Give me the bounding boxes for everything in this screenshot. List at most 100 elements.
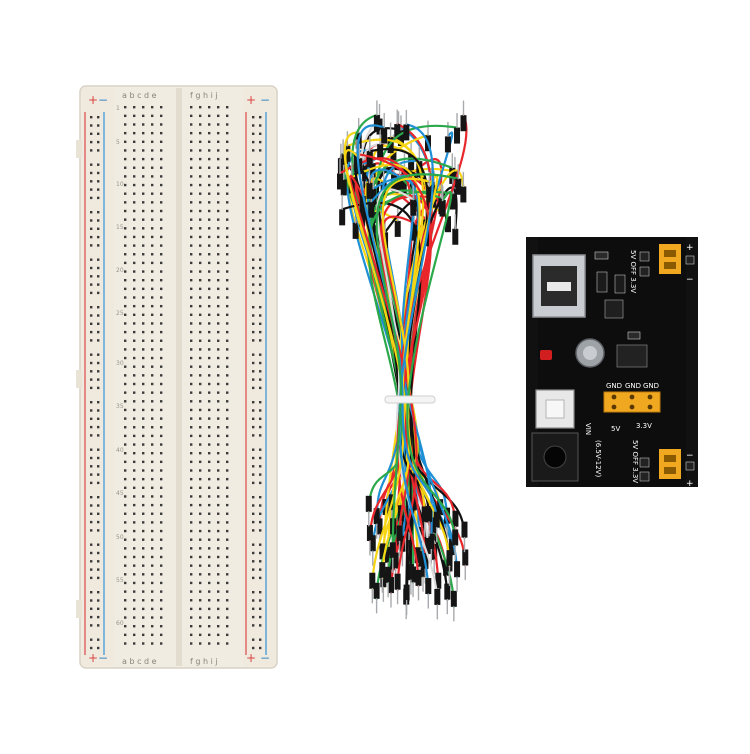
jumper-connector	[396, 525, 403, 542]
row-number: 25	[116, 310, 124, 317]
polarity-plus-top-left: +	[88, 93, 98, 107]
breadboard-holes	[90, 106, 262, 650]
jumper-connector	[373, 115, 380, 132]
jumper-connector	[368, 201, 375, 218]
jumper-connector	[369, 572, 376, 589]
jumper-wire	[353, 163, 431, 524]
jumper-connector	[390, 149, 397, 166]
jumper-connector	[388, 554, 395, 571]
jumper-connector	[461, 521, 468, 538]
jumper-connector	[379, 562, 386, 579]
jumper-connector	[366, 524, 373, 541]
row-numbers: 1 5 10 15 20 25 30 35 40 45 50 55 60	[116, 105, 124, 627]
column-letters-top-right: f g h i j	[190, 91, 218, 100]
jumper-connector	[379, 543, 386, 560]
jumper-connector	[428, 533, 435, 550]
jumper-connector	[444, 583, 451, 600]
breadboard: + − + − + − + − a b c d e f g h i j a b …	[76, 85, 278, 669]
jumper-connector	[460, 115, 467, 132]
jumper-wire	[349, 175, 418, 591]
jumper-connector	[434, 588, 441, 605]
jumper-connector	[450, 590, 457, 607]
jumper-connector	[377, 144, 384, 161]
jumper-connector	[359, 195, 366, 212]
jumper-connector	[452, 228, 459, 245]
usb-port	[532, 254, 586, 318]
jumper-connector	[339, 209, 346, 226]
jumper-connector	[454, 127, 461, 144]
top-minus-label: −	[686, 275, 694, 285]
cable-tie	[384, 395, 436, 404]
power-supply-module: GND GND GND 5V 3.3V VIN (6.5V-12V)	[526, 237, 698, 489]
gnd-label-3: GND	[643, 382, 659, 390]
jumper-connector	[449, 193, 456, 210]
dc-barrel-jack	[531, 432, 579, 482]
vin-label: VIN	[584, 423, 592, 435]
jumper-connector	[397, 130, 404, 147]
jumper-connector	[452, 529, 459, 546]
row-number: 1	[116, 105, 120, 112]
jumper-connector	[421, 506, 428, 523]
jumper-wire	[376, 188, 439, 607]
jumper-connector	[340, 179, 347, 196]
bottom-minus-label: −	[686, 451, 694, 461]
row-number: 45	[116, 490, 124, 497]
jumper-connector	[337, 173, 344, 190]
column-letters-top-left: a b c d e	[122, 91, 157, 100]
polarity-minus-bottom-right: −	[260, 651, 270, 665]
jumper-connector	[373, 508, 380, 525]
jumper-connector	[394, 124, 401, 141]
jumper-connector	[370, 188, 377, 205]
jumper-connector	[407, 564, 414, 581]
jumper-connector	[380, 571, 387, 588]
jumper-connector	[452, 510, 459, 527]
jumper-connector	[425, 537, 432, 554]
jumper-connector	[425, 578, 432, 595]
jumper-connector	[366, 151, 373, 168]
jumper-connector	[415, 569, 422, 586]
jumper-connector	[369, 535, 376, 552]
jumper-wire-bundle	[337, 100, 469, 622]
power-led	[540, 350, 552, 360]
polarity-plus-bottom-left: +	[88, 651, 98, 665]
jumper-connector	[437, 499, 444, 516]
3v3-label: 3.3V	[636, 422, 652, 430]
jumper-wire	[367, 190, 455, 513]
electrolytic-capacitor	[575, 338, 605, 368]
jumper-connector	[443, 559, 450, 576]
jumper-connector	[454, 561, 461, 578]
jumper-connector	[387, 137, 394, 154]
row-number: 35	[116, 403, 124, 410]
top-switch-label: 5V OFF 3.3V	[629, 250, 637, 293]
jumper-connector	[387, 577, 394, 594]
jumper-connector	[426, 186, 433, 203]
top-voltage-selector	[639, 244, 681, 277]
row-number: 20	[116, 267, 124, 274]
row-number: 15	[116, 224, 124, 231]
jumper-connector	[444, 136, 451, 153]
jumper-connector	[435, 572, 442, 589]
polarity-plus-top-right: +	[246, 93, 256, 107]
polarity-minus-top-right: −	[260, 93, 270, 107]
row-number: 10	[116, 181, 124, 188]
row-number: 60	[116, 620, 124, 627]
row-number: 40	[116, 447, 124, 454]
jumper-connector	[411, 224, 418, 241]
jumper-connector	[352, 222, 359, 239]
jumper-connector	[444, 216, 451, 233]
jumper-connector	[389, 542, 396, 559]
jumper-connector	[439, 200, 446, 217]
polarity-minus-bottom-left: −	[98, 651, 108, 665]
jumper-connector	[460, 186, 467, 203]
jumper-connector	[420, 561, 427, 578]
5v-label: 5V	[611, 425, 620, 433]
jumper-connector	[385, 546, 392, 563]
jumper-connector	[392, 552, 399, 569]
polarity-plus-bottom-right: +	[246, 651, 256, 665]
jumper-connector	[403, 124, 410, 141]
jumper-connector	[337, 158, 344, 175]
jumper-connector	[410, 199, 417, 216]
jumper-connector	[394, 220, 401, 237]
row-number: 55	[116, 577, 124, 584]
